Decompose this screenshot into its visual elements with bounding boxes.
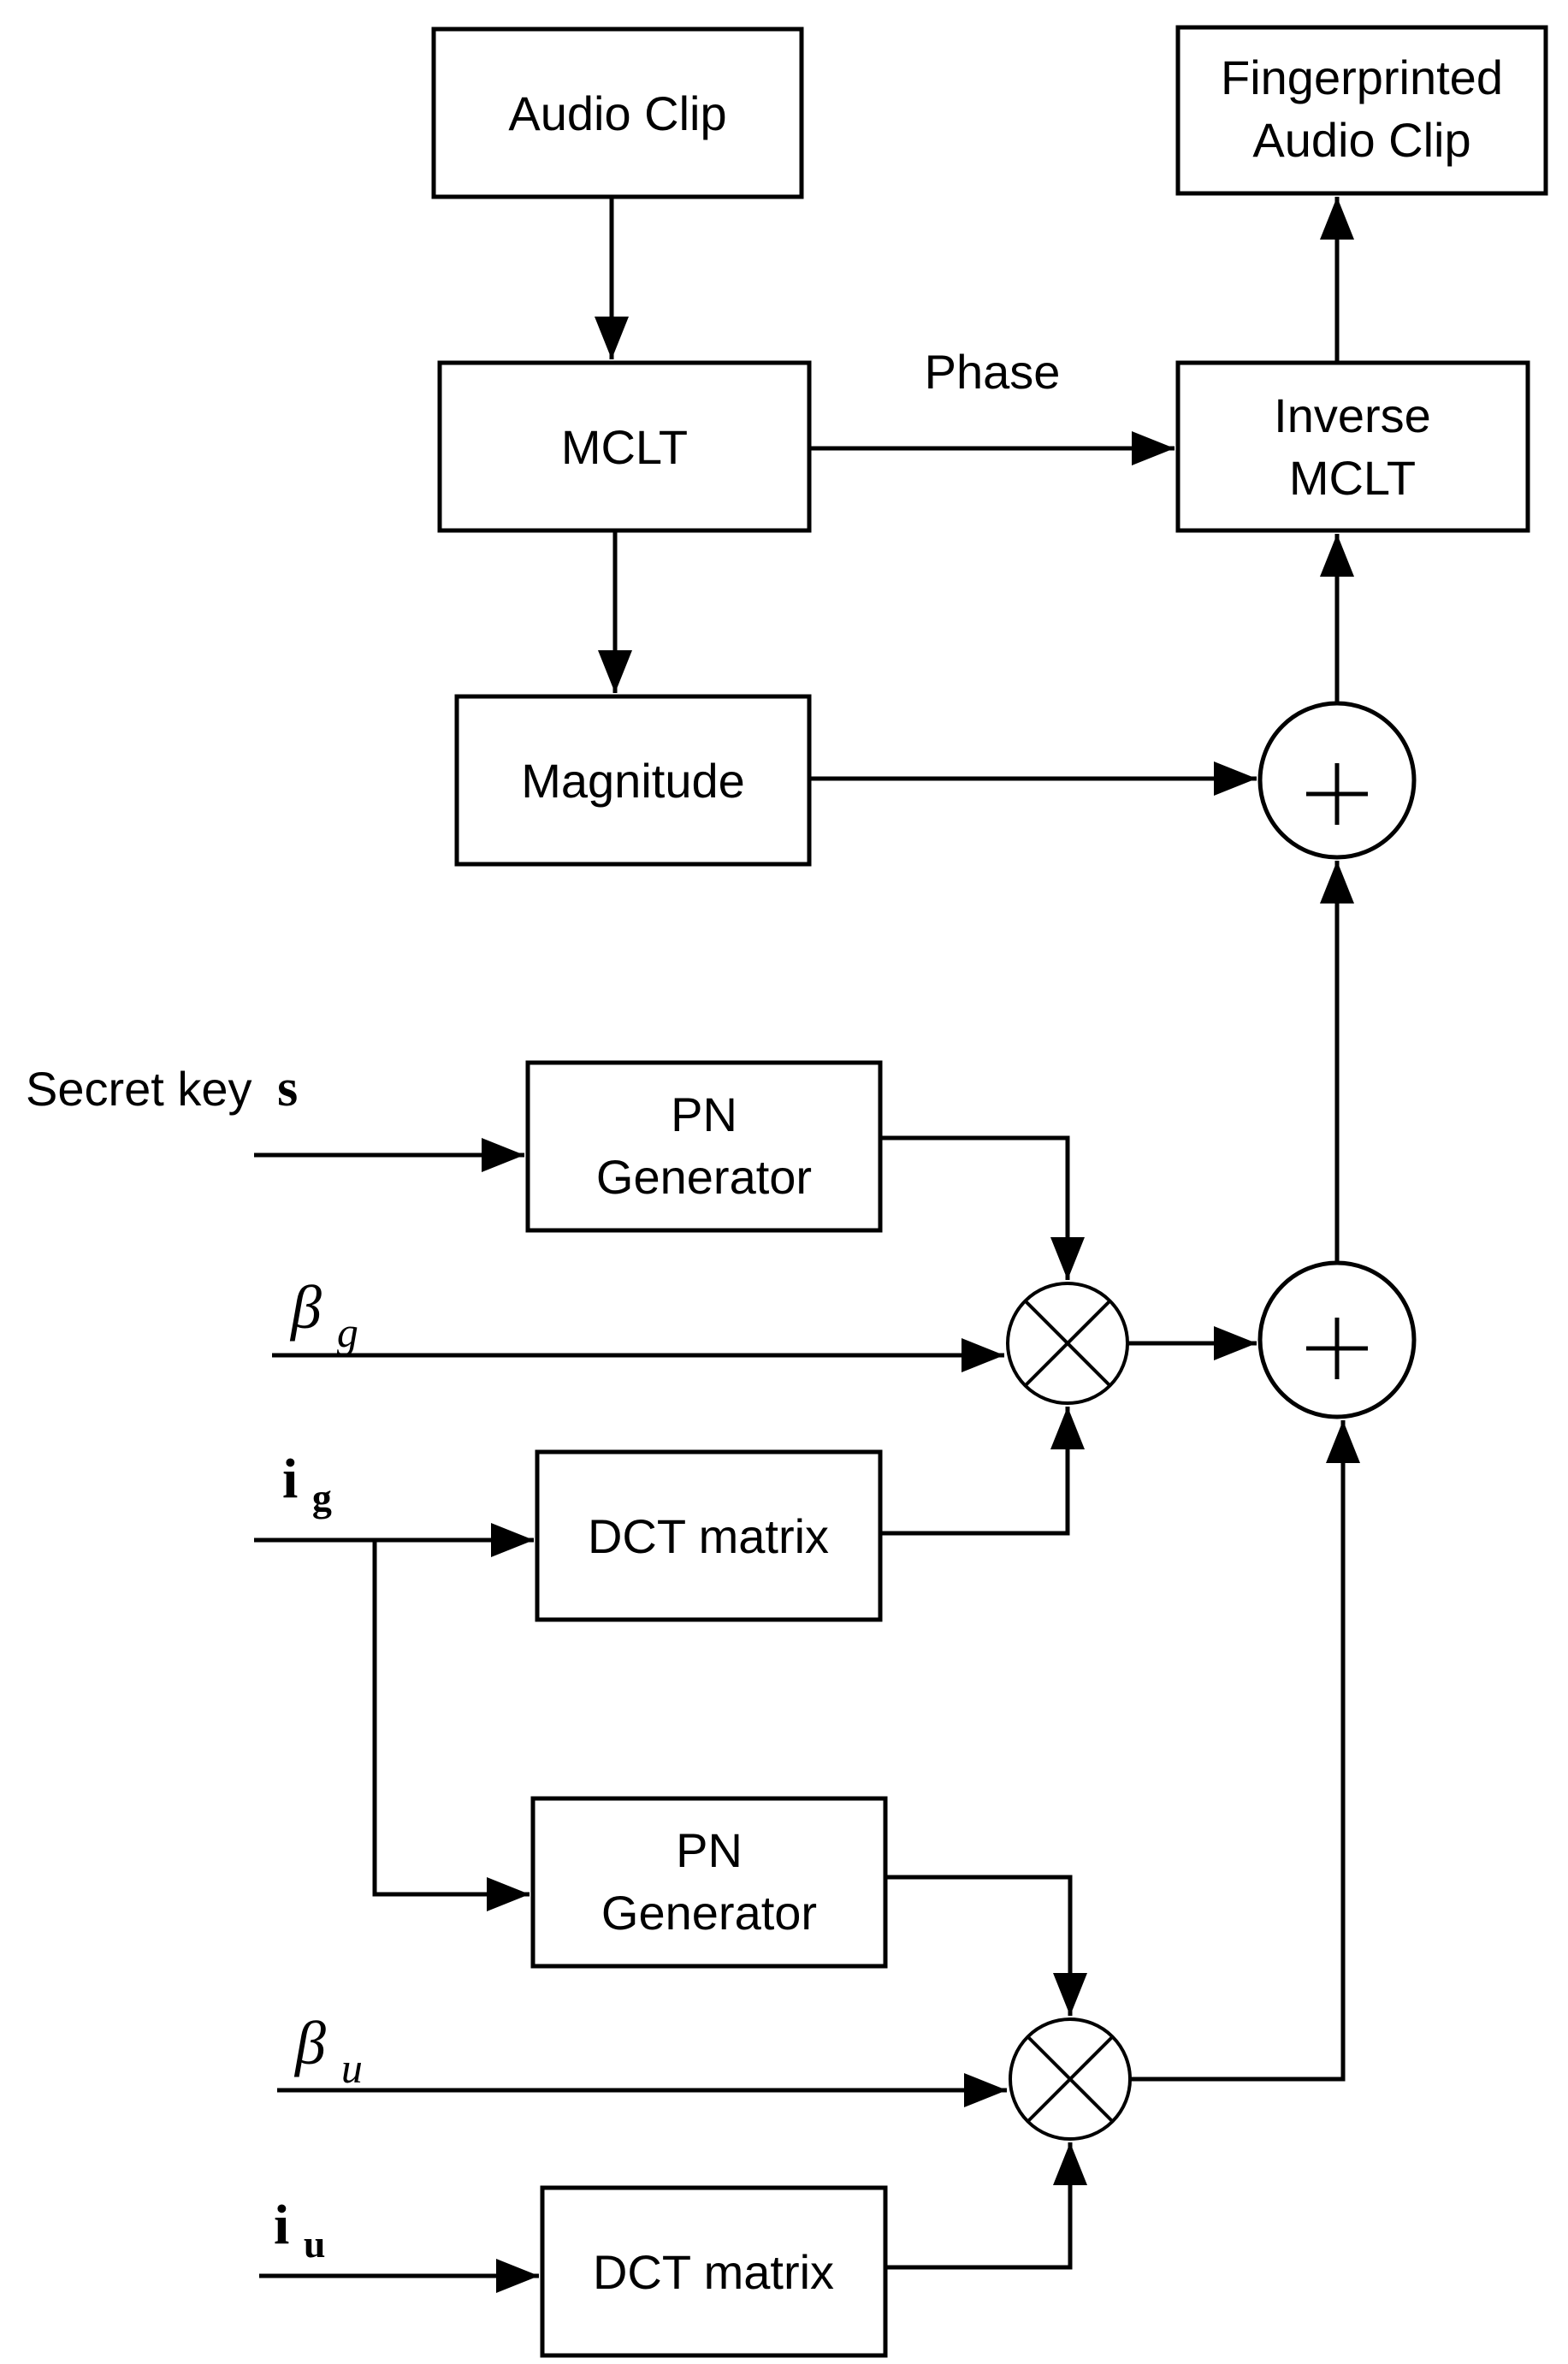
i-u-symbol: i xyxy=(274,2194,289,2256)
secret-key-symbol: s xyxy=(277,1059,298,1117)
pn-generator-1-line1: PN xyxy=(671,1087,737,1141)
beta-u-subscript: u xyxy=(341,2044,363,2092)
fingerprinted-label-line2: Audio Clip xyxy=(1252,113,1470,167)
beta-g-label: β g xyxy=(289,1273,358,1356)
multiplier-global xyxy=(1006,1282,1129,1405)
arrow-pn1-to-multiplier xyxy=(880,1135,1085,1280)
dct-matrix-block-1: DCT matrix xyxy=(535,1449,883,1622)
fingerprinted-audio-clip-block: Fingerprinted Audio Clip xyxy=(1175,25,1548,196)
dct-matrix-1-label: DCT matrix xyxy=(588,1509,829,1563)
beta-g-subscript: g xyxy=(337,1308,358,1356)
i-g-symbol: i xyxy=(282,1448,298,1510)
arrow-user-branch-to-adder xyxy=(1130,1420,1360,2082)
dct-matrix-block-2: DCT matrix xyxy=(540,2185,888,2358)
pn-generator-block-1: PN Generator xyxy=(525,1060,883,1233)
pn-generator-block-2: PN Generator xyxy=(530,1796,888,1969)
pn-generator-2-line1: PN xyxy=(676,1823,743,1877)
secret-key-text: Secret key xyxy=(26,1062,252,1116)
arrow-pn2-to-multiplier xyxy=(885,1875,1087,2016)
arrow-ig-to-pn2 xyxy=(372,1540,530,1911)
mclt-block: MCLT xyxy=(437,360,812,533)
cross-icon-diagonal xyxy=(1027,2035,1114,2123)
pn-generator-2-line2: Generator xyxy=(601,1886,817,1940)
arrow-dct2-to-multiplier xyxy=(885,2142,1087,2270)
i-u-subscript: u xyxy=(304,2222,326,2266)
beta-u-symbol: β xyxy=(293,2009,326,2077)
audio-clip-block: Audio Clip xyxy=(431,27,804,199)
beta-g-symbol: β xyxy=(289,1273,322,1342)
connections xyxy=(254,197,1360,2293)
inverse-mclt-label-line1: Inverse xyxy=(1274,388,1431,442)
i-g-label: i g xyxy=(282,1448,332,1520)
magnitude-label: Magnitude xyxy=(521,754,745,808)
pn-generator-1-line2: Generator xyxy=(596,1150,812,1204)
inverse-mclt-block: Inverse MCLT xyxy=(1175,360,1530,533)
mclt-label: MCLT xyxy=(561,420,688,474)
fingerprinted-label-line1: Fingerprinted xyxy=(1221,50,1503,104)
secret-key-label: Secret key s xyxy=(26,1059,298,1117)
multiplier-user xyxy=(1009,2017,1132,2141)
beta-u-label: β u xyxy=(293,2009,363,2092)
adder-top xyxy=(1257,701,1417,860)
i-u-label: i u xyxy=(274,2194,325,2266)
adder-bottom xyxy=(1257,1260,1417,1419)
audio-clip-label: Audio Clip xyxy=(508,86,726,140)
dct-matrix-2-label: DCT matrix xyxy=(593,2245,834,2299)
inverse-mclt-label-line2: MCLT xyxy=(1289,451,1416,505)
phase-label: Phase xyxy=(925,345,1061,399)
i-g-subscript: g xyxy=(312,1476,332,1520)
magnitude-block: Magnitude xyxy=(454,694,812,867)
arrow-dct1-to-multiplier xyxy=(880,1407,1085,1536)
cross-icon-diagonal xyxy=(1024,1300,1111,1387)
